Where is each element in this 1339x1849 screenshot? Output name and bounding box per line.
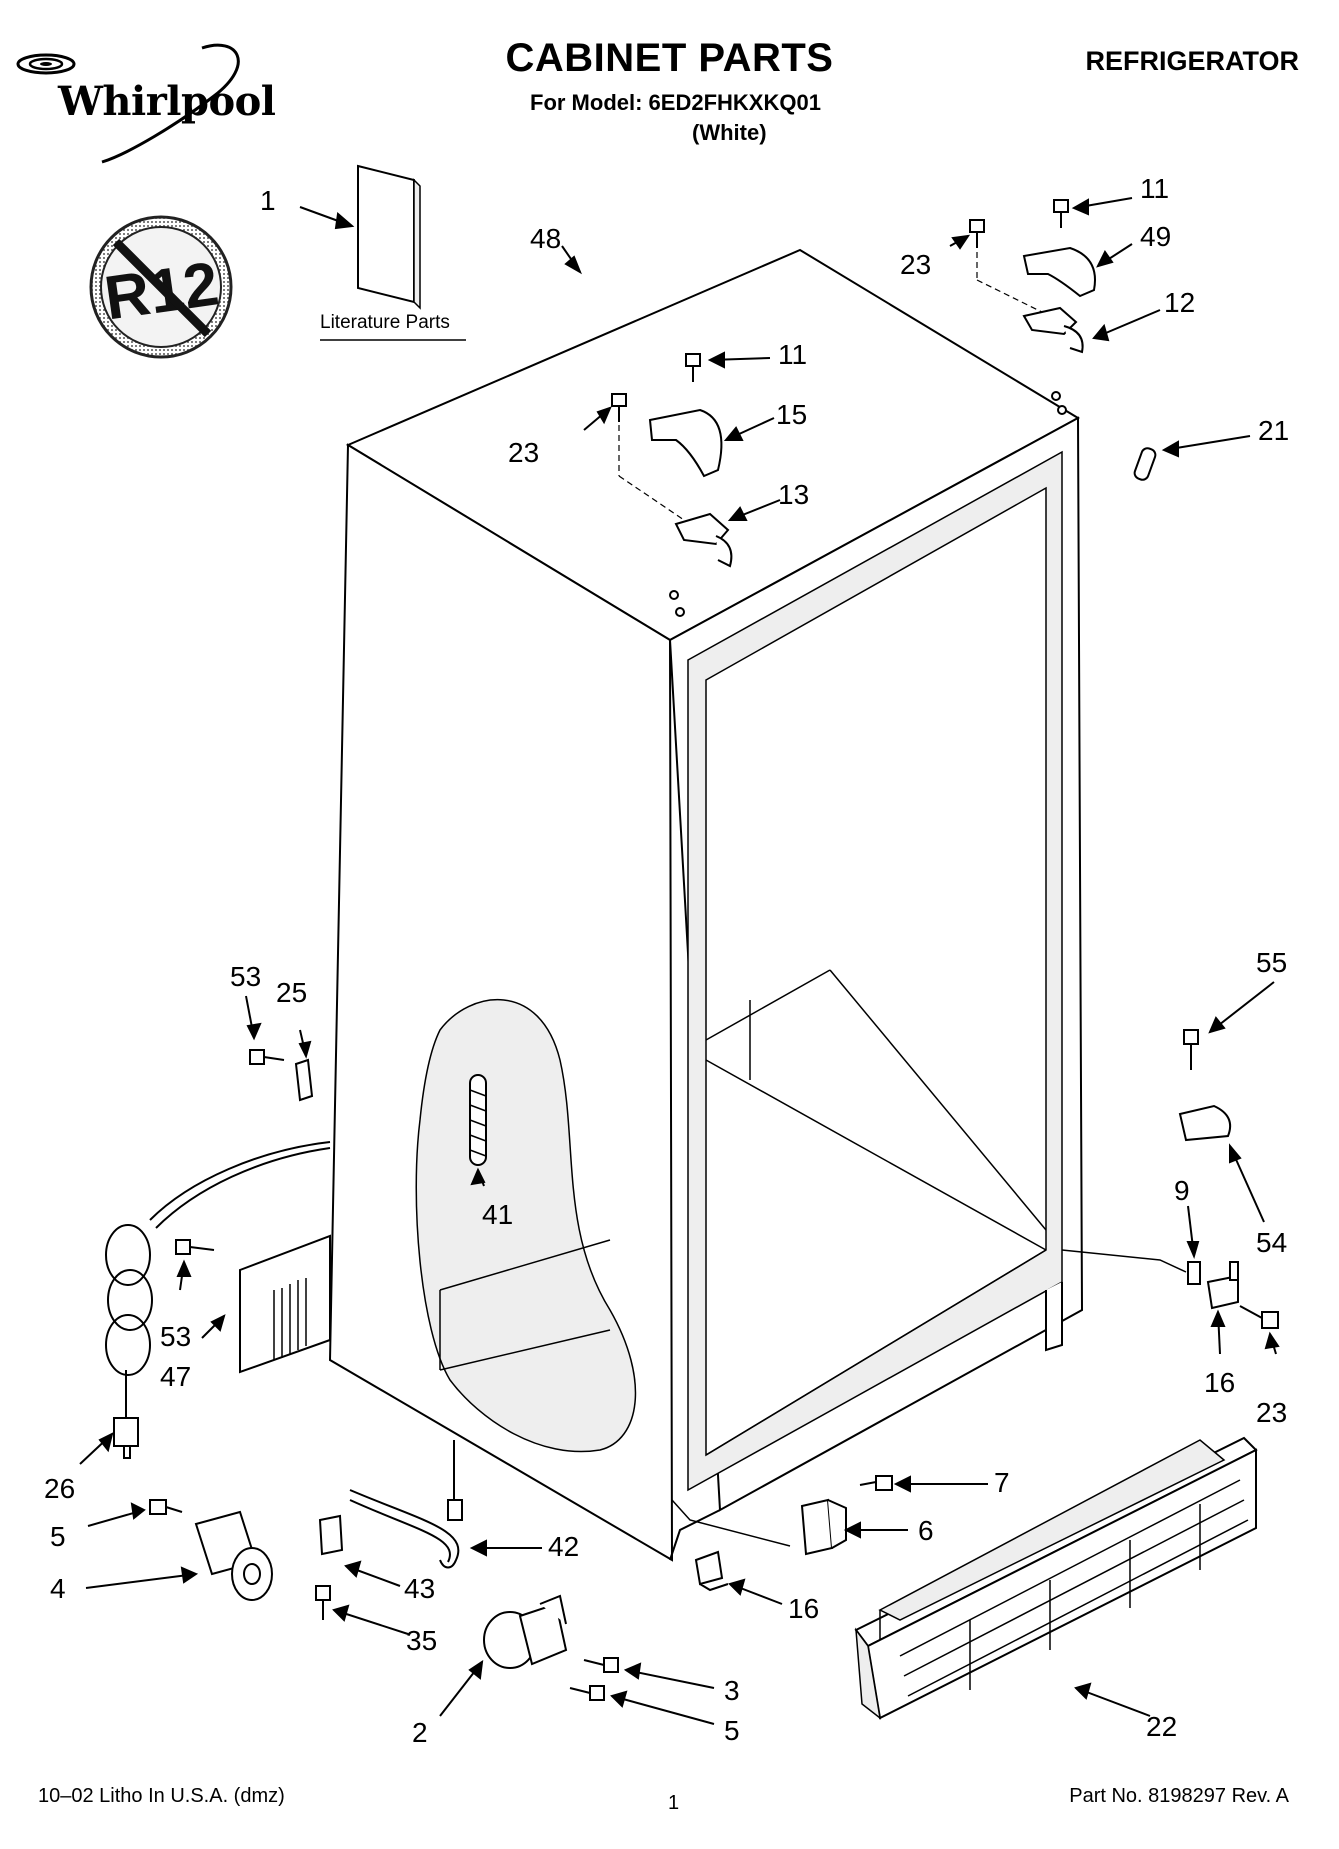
no-r12-seal: R12 bbox=[89, 215, 233, 359]
leader-arrows bbox=[79, 197, 1280, 1725]
callout-2: 2 bbox=[412, 1717, 428, 1748]
callout-16: 16 bbox=[788, 1593, 819, 1624]
model-number: For Model: 6ED2FHKXKQ01 bbox=[530, 90, 821, 115]
callout-41: 41 bbox=[482, 1199, 513, 1230]
callout-48: 48 bbox=[530, 223, 561, 254]
callout-35: 35 bbox=[406, 1625, 437, 1656]
callout-47: 47 bbox=[160, 1361, 191, 1392]
callout-15: 15 bbox=[776, 399, 807, 430]
callout-5: 5 bbox=[724, 1715, 740, 1746]
product-type: REFRIGERATOR bbox=[1085, 46, 1299, 76]
footer-print-info: 10–02 Litho In U.S.A. (dmz) bbox=[38, 1785, 285, 1807]
page-number: 1 bbox=[668, 1792, 680, 1814]
whirlpool-logo bbox=[16, 43, 240, 164]
callout-1: 1 bbox=[260, 185, 276, 216]
callout-11: 11 bbox=[778, 339, 807, 370]
top-right-hinge bbox=[969, 199, 1096, 354]
screw-clip-53-25 bbox=[249, 1049, 314, 1102]
callout-26: 26 bbox=[44, 1473, 75, 1504]
callout-23: 23 bbox=[1256, 1397, 1287, 1428]
pin-part-21 bbox=[1133, 447, 1157, 481]
page-title: CABINET PARTS bbox=[505, 36, 834, 80]
callout-11: 11 bbox=[1140, 173, 1169, 204]
callout-22: 22 bbox=[1146, 1711, 1177, 1742]
callout-12: 12 bbox=[1164, 287, 1195, 318]
front-roller bbox=[149, 1499, 273, 1601]
callout-6: 6 bbox=[918, 1515, 934, 1546]
brand-name: Whirlpool bbox=[58, 78, 276, 125]
callout-13: 13 bbox=[778, 479, 809, 510]
callout-49: 49 bbox=[1140, 221, 1171, 252]
callout-4: 4 bbox=[50, 1573, 66, 1604]
water-tube-and-clamp bbox=[315, 1440, 463, 1620]
literature-parts-label: Literature Parts bbox=[320, 312, 450, 333]
callout-53: 53 bbox=[160, 1321, 191, 1352]
top-center-hinge bbox=[611, 353, 733, 568]
callout-16: 16 bbox=[1204, 1367, 1235, 1398]
callout-42: 42 bbox=[548, 1531, 579, 1562]
callout-23: 23 bbox=[508, 437, 539, 468]
callout-43: 43 bbox=[404, 1573, 435, 1604]
literature-booklet bbox=[320, 164, 466, 341]
callout-3: 3 bbox=[724, 1675, 740, 1706]
grille-bracket bbox=[671, 1475, 893, 1592]
callout-23: 23 bbox=[900, 249, 931, 280]
part-number: Part No. 8198297 Rev. A bbox=[1069, 1785, 1289, 1807]
callout-labels: 1 48 23 11 49 12 11 23 15 13 21 53 25 41… bbox=[44, 173, 1289, 1748]
spring-part-41 bbox=[469, 1074, 487, 1166]
callout-9: 9 bbox=[1174, 1175, 1190, 1206]
model-color: (White) bbox=[692, 120, 767, 145]
callout-5: 5 bbox=[50, 1521, 66, 1552]
callout-21: 21 bbox=[1258, 415, 1289, 446]
callout-7: 7 bbox=[994, 1467, 1010, 1498]
lower-left-hinge bbox=[483, 1594, 619, 1701]
power-cord-and-bracket bbox=[105, 1141, 331, 1459]
refrigerator-cabinet bbox=[328, 248, 1084, 1562]
base-grille bbox=[854, 1436, 1258, 1720]
callout-25: 25 bbox=[276, 977, 307, 1008]
lower-right-hinge bbox=[1061, 1029, 1279, 1329]
callout-54: 54 bbox=[1256, 1227, 1287, 1258]
callout-55: 55 bbox=[1256, 947, 1287, 978]
callout-53: 53 bbox=[230, 961, 261, 992]
